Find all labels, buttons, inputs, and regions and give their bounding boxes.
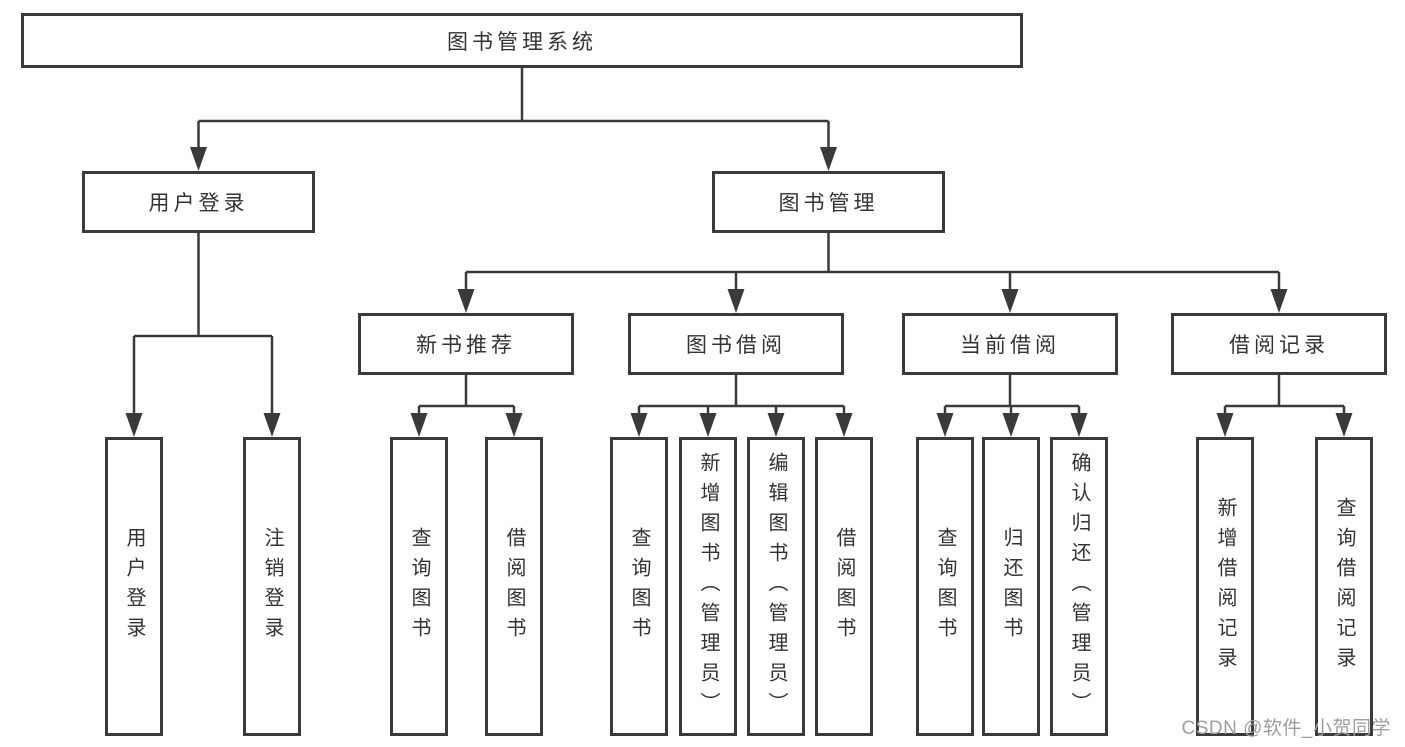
leaf-borrow-book-1-label: 借阅图书 (503, 526, 525, 647)
connector-new-book-rec-split (410, 375, 523, 437)
leaf-query-book-1: 查询图书 (390, 437, 448, 736)
connector-user-login-split (125, 233, 281, 437)
node-new-book-rec: 新书推荐 (358, 313, 574, 375)
leaf-query-book-1-label: 查询图书 (408, 526, 430, 647)
leaf-confirm-return-admin: 确认归还（管理员） (1050, 437, 1108, 736)
leaf-borrow-book-2-label: 借阅图书 (833, 526, 855, 647)
connector-book-mgmt-split (457, 233, 1288, 313)
leaf-return-book: 归还图书 (982, 437, 1040, 736)
node-borrow-record-label: 借阅记录 (1229, 334, 1329, 357)
node-book-mgmt: 图书管理 (712, 171, 945, 233)
leaf-query-book-3-label: 查询图书 (934, 526, 956, 647)
leaf-logout-label: 注销登录 (261, 526, 283, 647)
leaf-borrow-book-2: 借阅图书 (815, 437, 873, 736)
leaf-query-book-2: 查询图书 (610, 437, 668, 736)
leaf-query-borrow-record: 查询借阅记录 (1315, 437, 1373, 736)
node-book-borrow-label: 图书借阅 (686, 334, 786, 357)
node-current-borrow-label: 当前借阅 (960, 334, 1060, 357)
leaf-query-book-2-label: 查询图书 (628, 526, 650, 647)
leaf-add-book-admin: 新增图书（管理员） (679, 437, 737, 736)
node-borrow-record: 借阅记录 (1171, 313, 1387, 375)
node-user-login-label: 用户登录 (148, 192, 249, 215)
node-book-borrow: 图书借阅 (628, 313, 844, 375)
leaf-user-login: 用户登录 (105, 437, 163, 736)
connector-root-split (190, 68, 837, 171)
leaf-edit-book-admin-label: 编辑图书（管理员） (765, 451, 787, 722)
leaf-add-borrow-record-label: 新增借阅记录 (1214, 496, 1236, 677)
leaf-confirm-return-admin-label: 确认归还（管理员） (1068, 451, 1090, 722)
connector-borrow-record-split (1216, 375, 1353, 437)
leaf-logout: 注销登录 (243, 437, 301, 736)
leaf-add-book-admin-label: 新增图书（管理员） (697, 451, 719, 722)
connector-book-borrow-split (630, 375, 853, 437)
node-root: 图书管理系统 (21, 13, 1023, 68)
leaf-edit-book-admin: 编辑图书（管理员） (747, 437, 805, 736)
leaf-query-book-3: 查询图书 (916, 437, 974, 736)
node-root-label: 图书管理系统 (447, 30, 597, 54)
watermark: CSDN @软件_小贺同学 (1181, 718, 1391, 739)
node-new-book-rec-label: 新书推荐 (416, 334, 516, 357)
leaf-query-borrow-record-label: 查询借阅记录 (1333, 496, 1355, 677)
connector-current-borrow-split (936, 375, 1088, 437)
node-user-login: 用户登录 (82, 171, 315, 233)
leaf-borrow-book-1: 借阅图书 (485, 437, 543, 736)
leaf-return-book-label: 归还图书 (1000, 526, 1022, 647)
node-book-mgmt-label: 图书管理 (778, 192, 879, 215)
node-current-borrow: 当前借阅 (902, 313, 1118, 375)
leaf-user-login-label: 用户登录 (123, 526, 145, 647)
leaf-add-borrow-record: 新增借阅记录 (1196, 437, 1254, 736)
